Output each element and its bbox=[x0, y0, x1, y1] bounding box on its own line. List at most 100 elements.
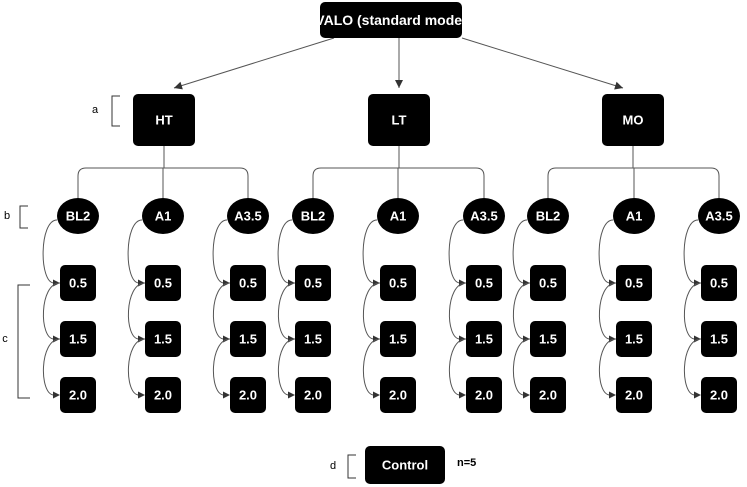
side-label-a: a bbox=[92, 104, 99, 116]
curved-arrow bbox=[277, 219, 293, 284]
time-node: 1.5 bbox=[60, 321, 96, 357]
time-node: 0.5 bbox=[530, 265, 566, 301]
time-label: 0.5 bbox=[539, 276, 557, 291]
group-label: BL2 bbox=[66, 209, 91, 224]
time-node: 0.5 bbox=[295, 265, 331, 301]
time-node: 0.5 bbox=[701, 265, 737, 301]
time-node: 2.0 bbox=[616, 377, 652, 413]
time-label: 1.5 bbox=[389, 332, 407, 347]
group-label: A3.5 bbox=[470, 209, 497, 224]
time-label: 2.0 bbox=[710, 388, 728, 403]
curved-arrow bbox=[363, 282, 381, 340]
time-label: 1.5 bbox=[69, 332, 87, 347]
time-node: 0.5 bbox=[616, 265, 652, 301]
time-label: 2.0 bbox=[475, 388, 493, 403]
arrowhead bbox=[373, 391, 380, 399]
curved-arrow bbox=[213, 338, 231, 396]
time-node: 1.5 bbox=[295, 321, 331, 357]
group-node-a3-5: A3.5 bbox=[698, 198, 740, 234]
group-label: A1 bbox=[155, 209, 172, 224]
mode-node-mo: MO bbox=[602, 94, 664, 146]
time-label: 2.0 bbox=[69, 388, 87, 403]
curved-arrow bbox=[449, 338, 467, 396]
connectors bbox=[42, 37, 720, 399]
bracket-c bbox=[17, 284, 30, 399]
control-label: Control bbox=[382, 458, 428, 473]
time-label: 2.0 bbox=[389, 388, 407, 403]
time-node: 1.5 bbox=[466, 321, 502, 357]
time-node: 0.5 bbox=[466, 265, 502, 301]
curved-arrow bbox=[128, 282, 146, 340]
curved-arrow bbox=[684, 282, 702, 340]
curved-arrow bbox=[128, 338, 146, 396]
sample-size-note: n=5 bbox=[457, 457, 476, 469]
time-node: 2.0 bbox=[295, 377, 331, 413]
time-label: 0.5 bbox=[710, 276, 728, 291]
bracket-b bbox=[19, 205, 28, 229]
curved-arrow bbox=[362, 219, 378, 284]
time-node: 1.5 bbox=[530, 321, 566, 357]
root-node: VALO (standard mode) bbox=[315, 2, 467, 38]
group-label: A1 bbox=[390, 209, 407, 224]
arrowhead bbox=[174, 81, 183, 90]
time-label: 1.5 bbox=[710, 332, 728, 347]
bracket-a bbox=[111, 95, 120, 127]
mode-node-ht: HT bbox=[133, 94, 195, 146]
time-label: 1.5 bbox=[304, 332, 322, 347]
mode-node-lt: LT bbox=[368, 94, 430, 146]
time-node: 0.5 bbox=[230, 265, 266, 301]
curved-arrow bbox=[599, 282, 617, 340]
group-label: BL2 bbox=[301, 209, 326, 224]
group-node-bl2: BL2 bbox=[57, 198, 99, 234]
arrow-line bbox=[173, 37, 335, 89]
time-node: 0.5 bbox=[380, 265, 416, 301]
group-node-a3-5: A3.5 bbox=[227, 198, 269, 234]
arrowhead bbox=[614, 81, 623, 90]
time-label: 0.5 bbox=[239, 276, 257, 291]
group-label: A1 bbox=[626, 209, 643, 224]
time-node: 2.0 bbox=[60, 377, 96, 413]
arrowhead bbox=[395, 80, 403, 88]
time-node: 1.5 bbox=[145, 321, 181, 357]
curved-arrow bbox=[43, 282, 61, 340]
arrowhead bbox=[694, 391, 701, 399]
time-label: 2.0 bbox=[239, 388, 257, 403]
curved-arrow bbox=[278, 338, 296, 396]
time-label: 1.5 bbox=[625, 332, 643, 347]
curved-arrow bbox=[212, 219, 228, 284]
curved-arrow bbox=[43, 338, 61, 396]
time-node: 1.5 bbox=[380, 321, 416, 357]
time-label: 0.5 bbox=[154, 276, 172, 291]
side-label-d: d bbox=[330, 460, 336, 472]
time-label: 1.5 bbox=[539, 332, 557, 347]
time-label: 0.5 bbox=[304, 276, 322, 291]
curved-arrow bbox=[513, 338, 531, 396]
group-node-a1: A1 bbox=[377, 198, 419, 234]
root-node-label: VALO (standard mode) bbox=[315, 12, 466, 28]
curved-arrow bbox=[599, 338, 617, 396]
curved-arrow bbox=[213, 282, 231, 340]
side-label-c: c bbox=[2, 333, 8, 345]
time-node: 2.0 bbox=[701, 377, 737, 413]
time-node: 2.0 bbox=[145, 377, 181, 413]
time-label: 1.5 bbox=[154, 332, 172, 347]
group-node-a3-5: A3.5 bbox=[463, 198, 505, 234]
time-node: 2.0 bbox=[466, 377, 502, 413]
arrowhead bbox=[523, 391, 530, 399]
arrowhead bbox=[138, 391, 145, 399]
time-label: 2.0 bbox=[539, 388, 557, 403]
time-node: 1.5 bbox=[616, 321, 652, 357]
time-label: 2.0 bbox=[625, 388, 643, 403]
time-label: 1.5 bbox=[239, 332, 257, 347]
time-node: 0.5 bbox=[145, 265, 181, 301]
time-node: 1.5 bbox=[701, 321, 737, 357]
time-node: 2.0 bbox=[530, 377, 566, 413]
curved-arrow bbox=[448, 219, 464, 284]
time-node: 2.0 bbox=[380, 377, 416, 413]
arrowhead bbox=[288, 391, 295, 399]
arrow-line bbox=[461, 37, 624, 89]
time-node: 2.0 bbox=[230, 377, 266, 413]
time-label: 0.5 bbox=[69, 276, 87, 291]
curved-arrow bbox=[363, 338, 381, 396]
